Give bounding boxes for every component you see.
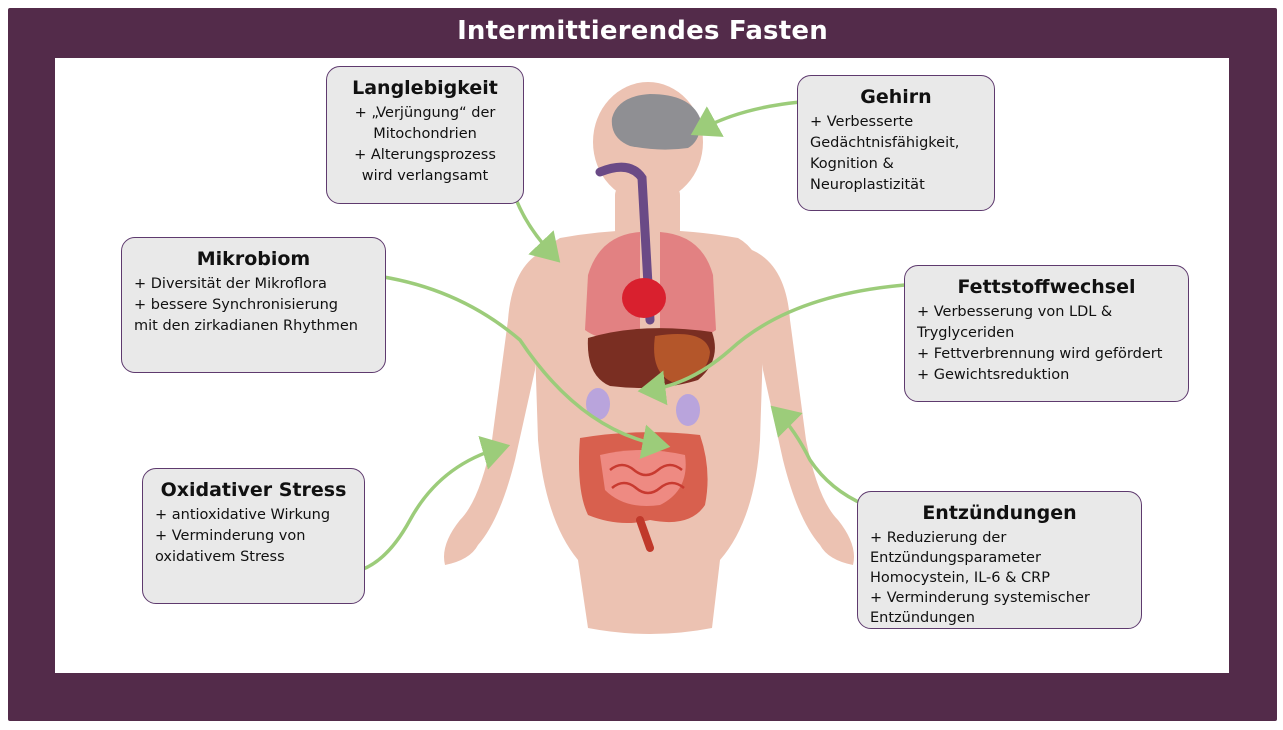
left-lung-organ [585,232,640,339]
box-item: oxidativem Stress [155,549,285,565]
box-item: Homocystein, IL-6 & CRP [870,570,1050,586]
box-heading: Entzündungen [922,502,1077,524]
diagram-title: Intermittierendes Fasten [457,16,828,46]
box-item: + Reduzierung der [870,530,1007,546]
box-item: + bessere Synchronisierung [134,297,339,313]
box-heading: Mikrobiom [196,248,311,270]
right-kidney-organ [676,394,700,426]
box-item: + Verbesserte [810,114,914,130]
box-item: + Diversität der Mikroflora [134,276,327,292]
box-heading: Langlebigkeit [352,77,498,99]
box-heading: Gehirn [860,86,932,108]
box-item: Neuroplastizität [810,177,925,193]
box-item: + Verminderung von [155,528,306,544]
box-item: + Verminderung systemischer [870,590,1090,606]
heart-organ [622,278,666,318]
arrow-oxidativ [339,435,511,575]
box-entzuendungen: Entzündungen + Reduzierung der Entzündun… [857,491,1142,629]
box-mikrobiom: Mikrobiom + Diversität der Mikroflora + … [121,237,386,373]
arrow-gehirn [690,100,801,137]
brain-organ [611,94,701,150]
stomach-organ [654,334,710,382]
box-item: + Fettverbrennung wird gefördert [917,346,1163,362]
arrow-mikrobiom [349,271,671,459]
arrow-fettstoffwechsel [637,283,906,406]
box-heading: Fettstoffwechsel [957,276,1136,298]
right-lung-organ [660,232,716,339]
box-item: + „Verjüngung“ der [354,105,496,121]
box-heading: Oxidativer Stress [160,479,347,501]
box-item: wird verlangsamt [361,168,489,184]
rectum-organ [636,516,654,552]
box-item: Entzündungen [870,610,975,626]
box-fettstoffwechsel: Fettstoffwechsel + Verbesserung von LDL … [904,265,1189,402]
box-item: + antioxidative Wirkung [155,507,331,523]
box-gehirn: Gehirn + Verbesserte Gedächtnisfähigkeit… [797,75,995,211]
box-langlebigkeit: Langlebigkeit + „Verjüngung“ der Mitocho… [326,66,524,204]
box-item: + Gewichtsreduktion [917,367,1070,383]
box-item: Entzündungsparameter [870,550,1041,566]
box-item: Gedächtnisfähigkeit, [810,135,960,151]
left-kidney-organ [586,388,610,420]
esophagus-organ [595,162,655,325]
arrow-entzuendungen [770,405,866,507]
intestine-loops [609,463,685,495]
box-oxidativer-stress: Oxidativer Stress + antioxidative Wirkun… [142,468,365,604]
box-item: mit den zirkadianen Rhythmen [134,318,358,334]
box-item: + Alterungsprozess [354,147,496,163]
box-item: Kognition & [810,156,894,172]
box-item: Mitochondrien [373,126,477,142]
box-item: Tryglyceriden [917,325,1015,341]
box-item: + Verbesserung von LDL & [917,304,1113,320]
